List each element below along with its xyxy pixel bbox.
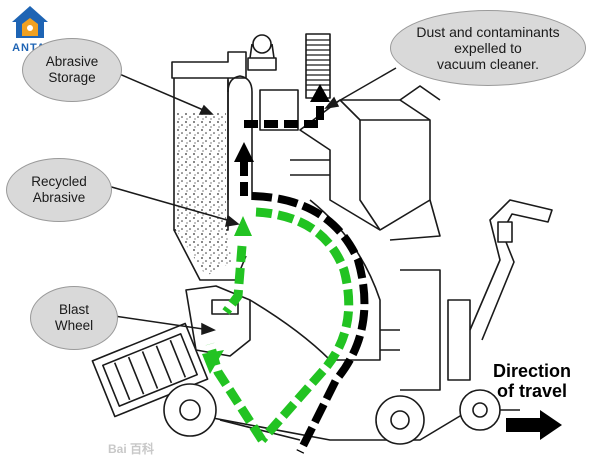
dust-flow-arrow-vacuum bbox=[310, 84, 330, 102]
abrasive-flow-arrow-up bbox=[234, 216, 252, 236]
separator-column bbox=[227, 75, 253, 200]
front-wheel bbox=[163, 383, 217, 437]
direction-of-travel-label: Direction of travel bbox=[492, 361, 571, 401]
abrasive-fill-funnel bbox=[176, 230, 232, 276]
callout-abrasive-storage: Abrasive Storage bbox=[22, 38, 122, 102]
abrasive-fill bbox=[176, 112, 226, 230]
return-belt-outer bbox=[251, 192, 369, 454]
callout-dust-vacuum: Dust and contaminants expelled to vacuum… bbox=[390, 10, 586, 86]
machine-outline bbox=[91, 33, 553, 445]
dust-flow bbox=[240, 100, 324, 196]
callout-leaders bbox=[107, 67, 397, 336]
direction-arrow-icon bbox=[506, 410, 562, 440]
antai-logo-icon bbox=[12, 6, 48, 38]
abrasive-flow bbox=[205, 207, 354, 443]
watermark: Bai 百科 bbox=[108, 442, 155, 456]
callout-recycled-abrasive: Recycled Abrasive bbox=[6, 158, 112, 222]
lifting-eye bbox=[252, 34, 272, 54]
handle bbox=[469, 199, 553, 341]
abrasive-flow-arrow-down bbox=[202, 350, 224, 374]
dust-flow-arrow-up bbox=[234, 142, 254, 162]
rear-wheel-2 bbox=[459, 389, 501, 431]
motor bbox=[91, 322, 209, 418]
callout-blast-wheel: Blast Wheel bbox=[30, 286, 118, 350]
storage-hopper bbox=[171, 51, 247, 79]
rear-wheel bbox=[375, 395, 425, 445]
